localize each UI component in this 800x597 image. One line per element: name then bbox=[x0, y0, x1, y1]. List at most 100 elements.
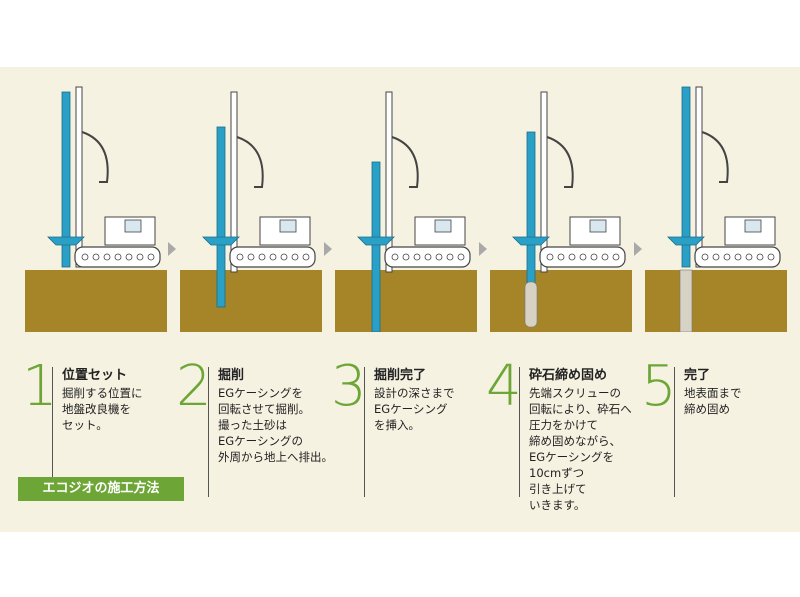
step-3-title: 掘削完了 bbox=[374, 368, 427, 383]
casing-clamp bbox=[202, 236, 240, 246]
rig-track bbox=[539, 246, 626, 268]
track-wheel bbox=[601, 253, 609, 261]
track-wheel bbox=[125, 253, 133, 261]
track-wheel bbox=[712, 253, 720, 261]
track-wheel bbox=[734, 253, 742, 261]
track-wheel bbox=[247, 253, 255, 261]
drilling-rig-4 bbox=[512, 91, 626, 328]
track-wheel bbox=[269, 253, 277, 261]
track-wheel bbox=[402, 253, 410, 261]
track-wheel bbox=[723, 253, 731, 261]
rig-track bbox=[384, 246, 471, 268]
track-wheel bbox=[446, 253, 454, 261]
stage-5-illustration bbox=[645, 67, 787, 332]
track-wheel bbox=[424, 253, 432, 261]
track-wheel bbox=[280, 253, 288, 261]
track-wheel bbox=[258, 253, 266, 261]
step-1-description: 掘削する位置に 地盤改良機を セット。 bbox=[62, 386, 143, 432]
ground bbox=[490, 270, 632, 332]
gravel-column bbox=[679, 269, 693, 332]
rig-boom bbox=[391, 136, 419, 188]
step-5-title: 完了 bbox=[684, 368, 711, 383]
track-wheel bbox=[568, 253, 576, 261]
rig-window bbox=[124, 219, 142, 233]
divider bbox=[519, 367, 520, 497]
track-wheel bbox=[81, 253, 89, 261]
step-1-number: 1 bbox=[22, 354, 58, 419]
step-4-number: 4 bbox=[486, 354, 522, 419]
step-2-description: EGケーシングを 回転させて掘削。 撮った土砂は EGケーシングの 外周から地上… bbox=[218, 386, 333, 464]
ground bbox=[645, 270, 787, 332]
track-wheel bbox=[291, 253, 299, 261]
casing-clamp bbox=[667, 236, 705, 246]
track-wheel bbox=[302, 253, 310, 261]
method-label: エコジオの施工方法 bbox=[18, 477, 184, 501]
rig-window bbox=[279, 219, 297, 233]
track-wheel bbox=[590, 253, 598, 261]
step-arrow-icon bbox=[634, 242, 642, 256]
track-wheel bbox=[391, 253, 399, 261]
divider bbox=[364, 367, 365, 497]
step-arrow-icon bbox=[324, 242, 332, 256]
track-wheel bbox=[147, 253, 155, 261]
stage-2-illustration bbox=[180, 67, 322, 332]
rig-track bbox=[74, 246, 161, 268]
rig-track bbox=[229, 246, 316, 268]
construction-method-panel: 1 位置セット 掘削する位置に 地盤改良機を セット。 2 掘削 EGケーシング… bbox=[0, 67, 800, 532]
ground bbox=[335, 270, 477, 332]
step-2-title: 掘削 bbox=[218, 368, 245, 383]
track-wheel bbox=[236, 253, 244, 261]
drilling-rig-5 bbox=[667, 86, 781, 332]
track-wheel bbox=[612, 253, 620, 261]
eg-casing bbox=[371, 161, 381, 332]
eg-casing bbox=[216, 126, 226, 308]
rig-boom bbox=[81, 131, 109, 183]
rig-window bbox=[744, 219, 762, 233]
rig-window bbox=[434, 219, 452, 233]
rig-mast bbox=[540, 91, 548, 273]
track-wheel bbox=[546, 253, 554, 261]
rig-mast bbox=[695, 86, 703, 268]
track-wheel bbox=[701, 253, 709, 261]
step-arrow-icon bbox=[168, 242, 176, 256]
drilling-rig-2 bbox=[202, 91, 316, 308]
casing-clamp bbox=[357, 236, 395, 246]
rig-track bbox=[694, 246, 781, 268]
track-wheel bbox=[435, 253, 443, 261]
track-wheel bbox=[457, 253, 465, 261]
step-arrow-icon bbox=[479, 242, 487, 256]
rig-mast bbox=[75, 86, 83, 268]
track-wheel bbox=[557, 253, 565, 261]
divider bbox=[674, 367, 675, 497]
rig-boom bbox=[546, 136, 574, 188]
rig-boom bbox=[701, 131, 729, 183]
rig-mast bbox=[230, 91, 238, 273]
step-3-number: 3 bbox=[331, 354, 367, 419]
track-wheel bbox=[756, 253, 764, 261]
stage-4-illustration bbox=[490, 67, 632, 332]
gravel-column bbox=[524, 281, 538, 328]
track-wheel bbox=[767, 253, 775, 261]
step-1-title: 位置セット bbox=[62, 368, 128, 383]
rig-window bbox=[589, 219, 607, 233]
divider bbox=[208, 367, 209, 497]
ground bbox=[25, 270, 167, 332]
ground bbox=[180, 270, 322, 332]
eg-casing bbox=[526, 131, 536, 288]
track-wheel bbox=[103, 253, 111, 261]
rig-mast bbox=[385, 91, 393, 273]
eg-casing bbox=[681, 86, 691, 268]
step-5-description: 地表面まで 締め固め bbox=[684, 386, 742, 416]
track-wheel bbox=[114, 253, 122, 261]
rig-boom bbox=[236, 136, 264, 188]
drilling-rig-3 bbox=[357, 91, 471, 332]
step-4-description: 先端スクリューの 回転により、砕石へ 圧力をかけて 締め固めながら、 EGケーシ… bbox=[529, 386, 632, 512]
track-wheel bbox=[413, 253, 421, 261]
eg-casing bbox=[61, 91, 71, 268]
track-wheel bbox=[92, 253, 100, 261]
casing-clamp bbox=[47, 236, 85, 246]
step-5-number: 5 bbox=[641, 354, 677, 419]
divider bbox=[52, 367, 53, 497]
drilling-rig-1 bbox=[47, 86, 161, 268]
casing-clamp bbox=[512, 236, 550, 246]
